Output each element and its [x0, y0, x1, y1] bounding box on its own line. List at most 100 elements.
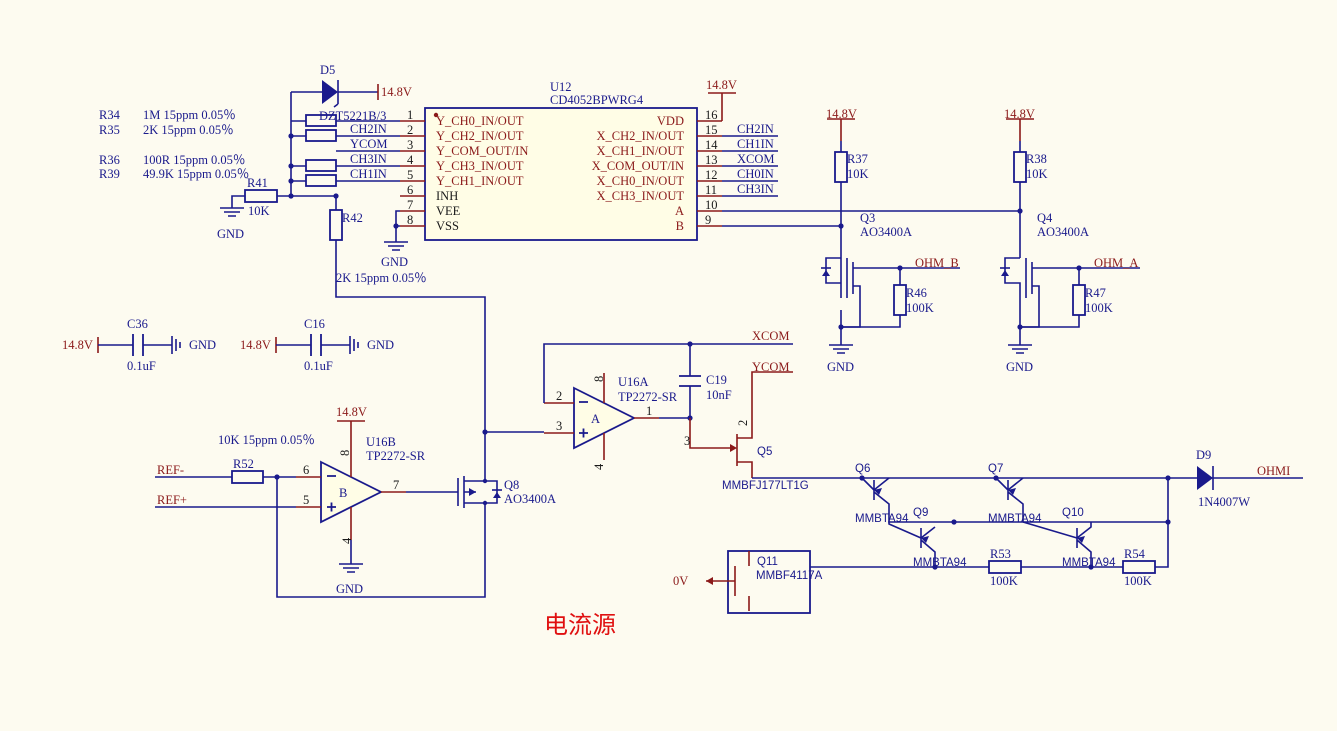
- c16-decoupling-cap: 14.8V C16 0.1uF GND: [240, 317, 394, 373]
- q5-part: MMBFJ177LT1G: [722, 480, 809, 492]
- svg-text:R36: R36: [99, 153, 120, 167]
- q7-ref: Q7: [988, 463, 1003, 475]
- svg-text:3: 3: [684, 434, 690, 448]
- vdd-14v8-label: 14.8V: [706, 78, 737, 92]
- svg-text:8: 8: [592, 376, 606, 382]
- ycom-label: YCOM: [752, 360, 790, 374]
- resistor-annotations: R34 1M 15ppm 0.05％ R35 2K 15ppm 0.05％ R3…: [99, 108, 249, 181]
- u12-pin-name: INH: [436, 189, 458, 203]
- svg-text:4: 4: [592, 463, 606, 470]
- u16b-ref: U16B: [366, 435, 396, 449]
- r47-ref: R47: [1085, 286, 1106, 300]
- c36-value: 0.1uF: [127, 359, 156, 373]
- svg-text:R39: R39: [99, 167, 120, 181]
- svg-text:2: 2: [556, 389, 562, 403]
- q8-mosfet: Q8 AO3400A: [406, 432, 556, 508]
- u12-pin-num: 8: [407, 213, 413, 227]
- u12-pin-name: Y_CH1_IN/OUT: [436, 174, 524, 188]
- u12-pin-name: Y_CH2_IN/OUT: [436, 129, 524, 143]
- u12-pin-num: 6: [407, 183, 413, 197]
- u12-pin-name: X_COM_OUT/IN: [592, 159, 684, 173]
- q10-ref: Q10: [1062, 507, 1084, 519]
- svg-text:100R 15ppm 0.05％: 100R 15ppm 0.05％: [143, 153, 245, 167]
- d9-diode: D9 1N4007W OHMI: [1196, 448, 1290, 509]
- u16a-opamp: A 2 3 1 8 4 U16A TP2272-SR XCOM: [482, 329, 793, 470]
- net-label: CH3IN: [350, 152, 387, 166]
- svg-text:R35: R35: [99, 123, 120, 137]
- u12-pin-name: VSS: [436, 219, 459, 233]
- bjt-cascade: Q6 MMBTA94 Q7 MMBTA94 Q9 MMBTA94 Q10 MMB…: [810, 463, 1171, 588]
- r41-ref: R41: [247, 176, 268, 190]
- gnd-symbol: GND: [381, 237, 408, 269]
- u12-pin-num: 13: [705, 153, 718, 167]
- q3-mosfet: 14.8V R37 10K Q3 AO3400A OHM_B R46 100K …: [821, 107, 960, 374]
- d9-part: 1N4007W: [1198, 495, 1250, 509]
- c19-cap: C19 10nF: [679, 344, 732, 418]
- c36-decoupling-cap: 14.8V C36 0.1uF GND: [62, 317, 216, 373]
- schematic-title: 电流源: [544, 611, 616, 639]
- r53-value: 100K: [990, 574, 1018, 588]
- svg-text:6: 6: [303, 463, 309, 477]
- r52-value: 10K 15ppm 0.05％: [218, 433, 315, 447]
- u16b-part: TP2272-SR: [366, 449, 426, 463]
- r42-value: 2K 15ppm 0.05％: [336, 271, 427, 285]
- q9-ref: Q9: [913, 507, 928, 519]
- u12-pin-num: 15: [705, 123, 718, 137]
- q8-part: AO3400A: [504, 492, 556, 506]
- ohm-a-label: OHM_A: [1094, 256, 1138, 270]
- r46-ref: R46: [906, 286, 927, 300]
- c19-value: 10nF: [706, 388, 732, 402]
- c36-ref: C36: [127, 317, 148, 331]
- svg-text:GND: GND: [381, 255, 408, 269]
- net-label: CH0IN: [737, 167, 774, 181]
- svg-text:GND: GND: [367, 338, 394, 352]
- u12-pin-num: 7: [407, 198, 413, 212]
- ohm-b-label: OHM_B: [915, 256, 959, 270]
- q8-ref: Q8: [504, 478, 519, 492]
- svg-text:1: 1: [646, 404, 652, 418]
- u12-pin-name: Y_CH3_IN/OUT: [436, 159, 524, 173]
- q11-ref: Q11: [757, 556, 778, 568]
- q3-ref: Q3: [860, 211, 875, 225]
- q4-part: AO3400A: [1037, 225, 1089, 239]
- svg-text:GND: GND: [189, 338, 216, 352]
- gnd-symbol: GND: [217, 207, 244, 241]
- d5-zener: D5 14.8V DZT5221B/3: [291, 63, 412, 123]
- svg-text:R34: R34: [99, 108, 121, 122]
- u12-pin-name: X_CH1_IN/OUT: [597, 144, 685, 158]
- svg-text:2K 15ppm 0.05％: 2K 15ppm 0.05％: [143, 123, 234, 137]
- r37-value: 10K: [847, 167, 869, 181]
- ohmi-label: OHMI: [1257, 464, 1290, 478]
- ref-inputs: REF- REF+ R52 10K 15ppm 0.05％: [155, 433, 486, 598]
- u12-pin-num: 5: [407, 168, 413, 182]
- u12-pin-num: 16: [705, 108, 718, 122]
- svg-text:14.8V: 14.8V: [240, 338, 271, 352]
- q9-part: MMBTA94: [913, 557, 967, 569]
- net-label: CH1IN: [737, 137, 774, 151]
- u12-pin-name: X_CH3_IN/OUT: [597, 189, 685, 203]
- q4-ref: Q4: [1037, 211, 1053, 225]
- net-label: CH2IN: [737, 122, 774, 136]
- r41-value: 10K: [248, 204, 270, 218]
- svg-text:3: 3: [556, 419, 562, 433]
- q11-jfet: 0V Q11 MMBF4117A: [673, 550, 823, 614]
- r54-value: 100K: [1124, 574, 1152, 588]
- u16b-opamp: B 6 5 7 8 4 U16B TP2272-SR 14.8V GND: [296, 405, 426, 596]
- q6-ref: Q6: [855, 463, 870, 475]
- u16a-part: TP2272-SR: [618, 390, 678, 404]
- zero-v-label: 0V: [673, 574, 688, 588]
- u12-part: CD4052BPWRG4: [550, 93, 644, 107]
- u12-pin-num: 10: [705, 198, 718, 212]
- q11-part: MMBF4117A: [756, 570, 823, 582]
- u12-pin-name: VDD: [657, 114, 684, 128]
- u12-pin-num: 14: [705, 138, 718, 152]
- r54-ref: R54: [1124, 547, 1146, 561]
- ref-minus-label: REF-: [157, 463, 184, 477]
- d9-ref: D9: [1196, 448, 1211, 462]
- u12-mux: U12 CD4052BPWRG4 1 2 3 4 5 6 7 8 Y_CH0_I…: [393, 78, 1023, 241]
- u16b-unit: B: [339, 486, 347, 500]
- u12-pin-num: 9: [705, 213, 711, 227]
- q6-part: MMBTA94: [855, 513, 909, 525]
- svg-text:GND: GND: [1006, 360, 1033, 374]
- svg-text:5: 5: [303, 493, 309, 507]
